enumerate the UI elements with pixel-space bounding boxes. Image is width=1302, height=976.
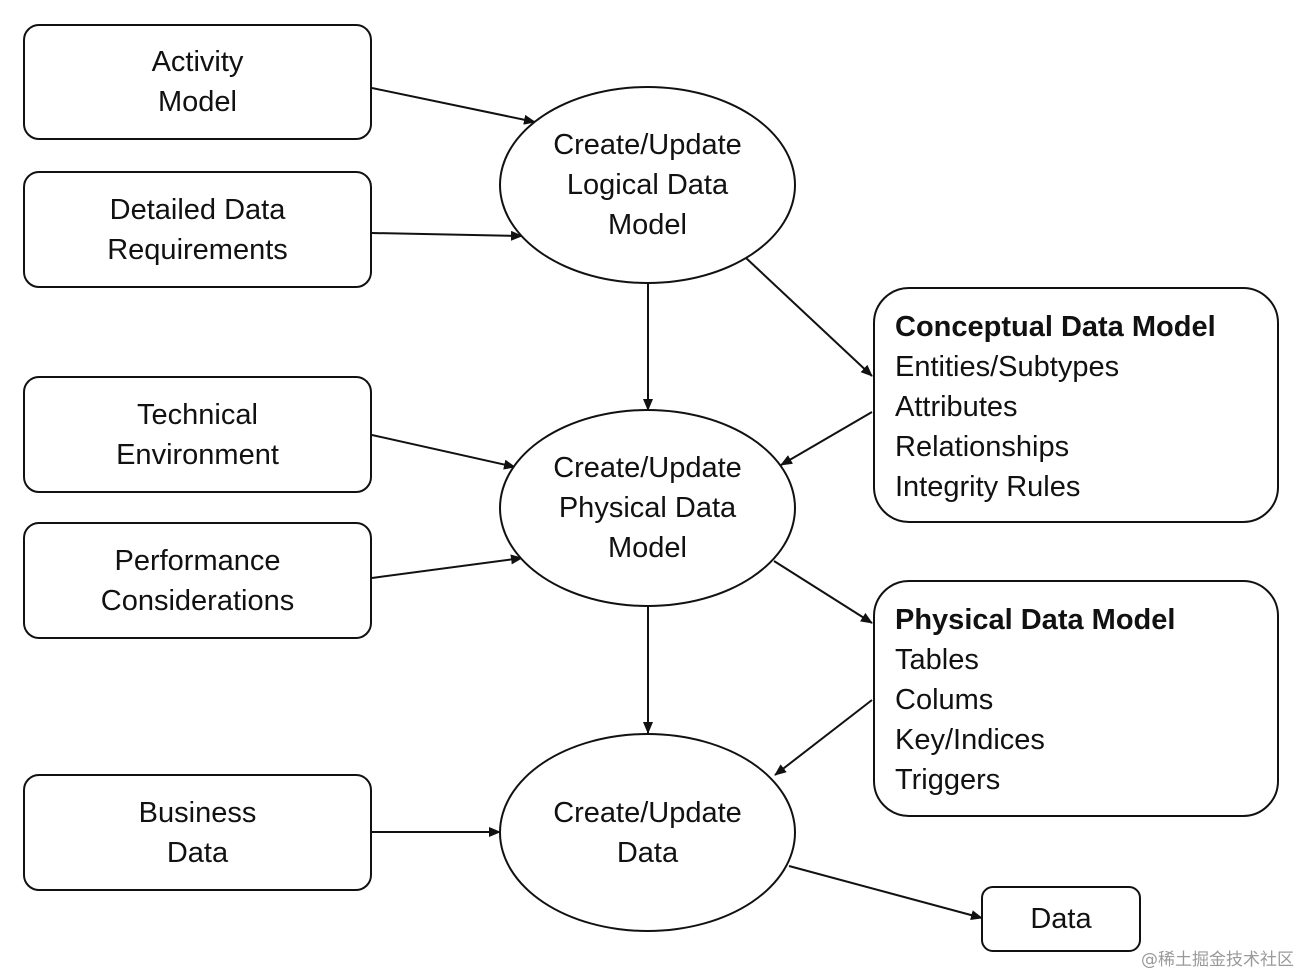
data-process-line-2: Data bbox=[616, 836, 679, 869]
conceptual-model-title: Conceptual Data Model bbox=[895, 311, 1216, 343]
create-update-data-process: Create/Update Data bbox=[499, 733, 796, 932]
detailed-data-requirements-box: Detailed Data Requirements bbox=[23, 171, 372, 288]
arrow-logical-to-conceptual bbox=[745, 257, 873, 377]
arrow-requirements-to-logical bbox=[371, 230, 523, 241]
conceptual-item-attributes: Attributes bbox=[895, 391, 1018, 423]
business-line-2: Data bbox=[166, 836, 229, 869]
requirements-line-1: Detailed Data bbox=[109, 193, 286, 226]
activity-model-line-2: Model bbox=[158, 86, 237, 118]
logical-line-1: Create/Update bbox=[553, 129, 742, 161]
business-data-box: Business Data bbox=[23, 774, 372, 891]
technical-line-2: Environment bbox=[116, 438, 279, 471]
conceptual-item-entities: Entities/Subtypes bbox=[895, 351, 1120, 383]
activity-model-box: Activity Model bbox=[23, 24, 372, 140]
data-output-box: Data bbox=[981, 886, 1141, 952]
physical-item-key-indices: Key/Indices bbox=[895, 724, 1045, 756]
physical-line-1: Create/Update bbox=[553, 452, 742, 484]
arrow-performance-to-physical bbox=[371, 554, 523, 579]
conceptual-item-relationships: Relationships bbox=[895, 431, 1070, 463]
arrow-physical-model-to-data bbox=[774, 699, 873, 776]
requirements-line-2: Requirements bbox=[107, 233, 288, 266]
conceptual-item-integrity-rules: Integrity Rules bbox=[895, 471, 1081, 503]
performance-considerations-box: Performance Considerations bbox=[23, 522, 372, 639]
arrow-conceptual-to-physical bbox=[780, 411, 873, 466]
logical-line-2: Logical Data bbox=[566, 169, 729, 201]
data-process-line-1: Create/Update bbox=[553, 796, 742, 829]
arrow-technical-to-physical bbox=[371, 434, 516, 470]
physical-model-title: Physical Data Model bbox=[895, 604, 1176, 636]
physical-item-tables: Tables bbox=[895, 644, 979, 676]
performance-line-1: Performance bbox=[114, 544, 281, 577]
arrow-physical-to-physical-model bbox=[773, 560, 873, 624]
logical-line-3: Model bbox=[608, 209, 687, 241]
arrow-activity-to-logical bbox=[371, 87, 536, 125]
physical-line-3: Model bbox=[608, 532, 687, 564]
business-line-1: Business bbox=[138, 796, 257, 829]
physical-item-colums: Colums bbox=[895, 684, 994, 716]
create-update-physical-data-model-process: Create/Update Physical Data Model bbox=[499, 409, 796, 607]
watermark-text: @稀土掘金技术社区 bbox=[1141, 950, 1294, 970]
technical-line-1: Technical bbox=[137, 398, 258, 431]
physical-item-triggers: Triggers bbox=[895, 764, 1001, 796]
conceptual-data-model-box: Conceptual Data Model Entities/Subtypes … bbox=[873, 287, 1279, 523]
physical-data-model-box: Physical Data Model Tables Colums Key/In… bbox=[873, 580, 1279, 817]
activity-model-line-1: Activity bbox=[151, 46, 244, 78]
create-update-logical-data-model-process: Create/Update Logical Data Model bbox=[499, 86, 796, 284]
physical-line-2: Physical Data bbox=[558, 492, 737, 524]
performance-line-2: Considerations bbox=[100, 584, 295, 617]
arrow-data-to-output bbox=[788, 865, 983, 920]
technical-environment-box: Technical Environment bbox=[23, 376, 372, 493]
data-output-label: Data bbox=[1030, 903, 1092, 935]
